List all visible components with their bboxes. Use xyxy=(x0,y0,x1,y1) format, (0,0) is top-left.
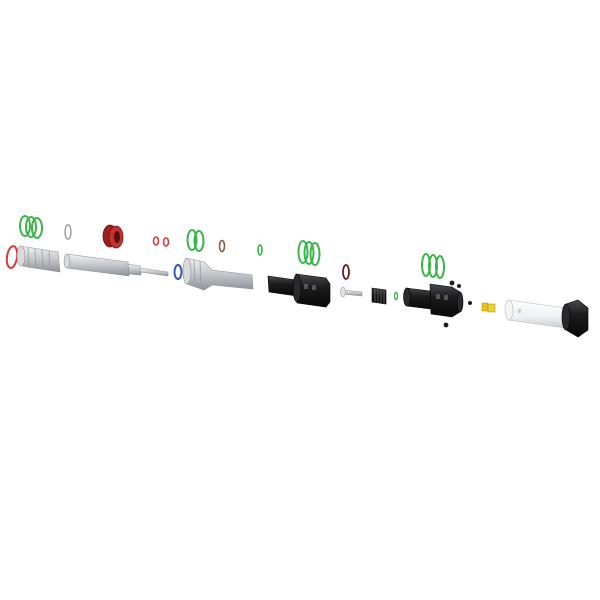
flared-housing xyxy=(182,257,254,291)
left-green-seal-stack xyxy=(19,215,43,239)
right-green-seal-stack xyxy=(297,240,321,266)
blue-oring xyxy=(173,264,183,280)
small-valve-pin xyxy=(340,286,363,298)
dark-oring xyxy=(342,264,350,280)
small-red-orings xyxy=(152,236,170,247)
white-end-cover xyxy=(504,299,567,329)
small-green-oring xyxy=(257,244,263,256)
black-balls xyxy=(443,280,472,328)
small-white-ring xyxy=(64,224,72,240)
black-valve-body xyxy=(403,283,464,318)
yellow-insert xyxy=(481,302,496,313)
mid-green-seal-stack xyxy=(186,229,205,252)
threaded-black-nut xyxy=(371,287,387,305)
black-end-cap xyxy=(561,299,589,338)
pin-rod xyxy=(139,267,169,277)
tiny-green-oring xyxy=(393,291,399,301)
far-green-seal-stack xyxy=(421,253,445,279)
black-sleeve xyxy=(267,273,331,308)
long-shaft xyxy=(63,253,142,277)
collet-nut xyxy=(16,245,61,273)
brown-oring xyxy=(218,239,226,253)
left-red-oring xyxy=(5,245,19,269)
red-wiper-seal xyxy=(102,224,124,249)
